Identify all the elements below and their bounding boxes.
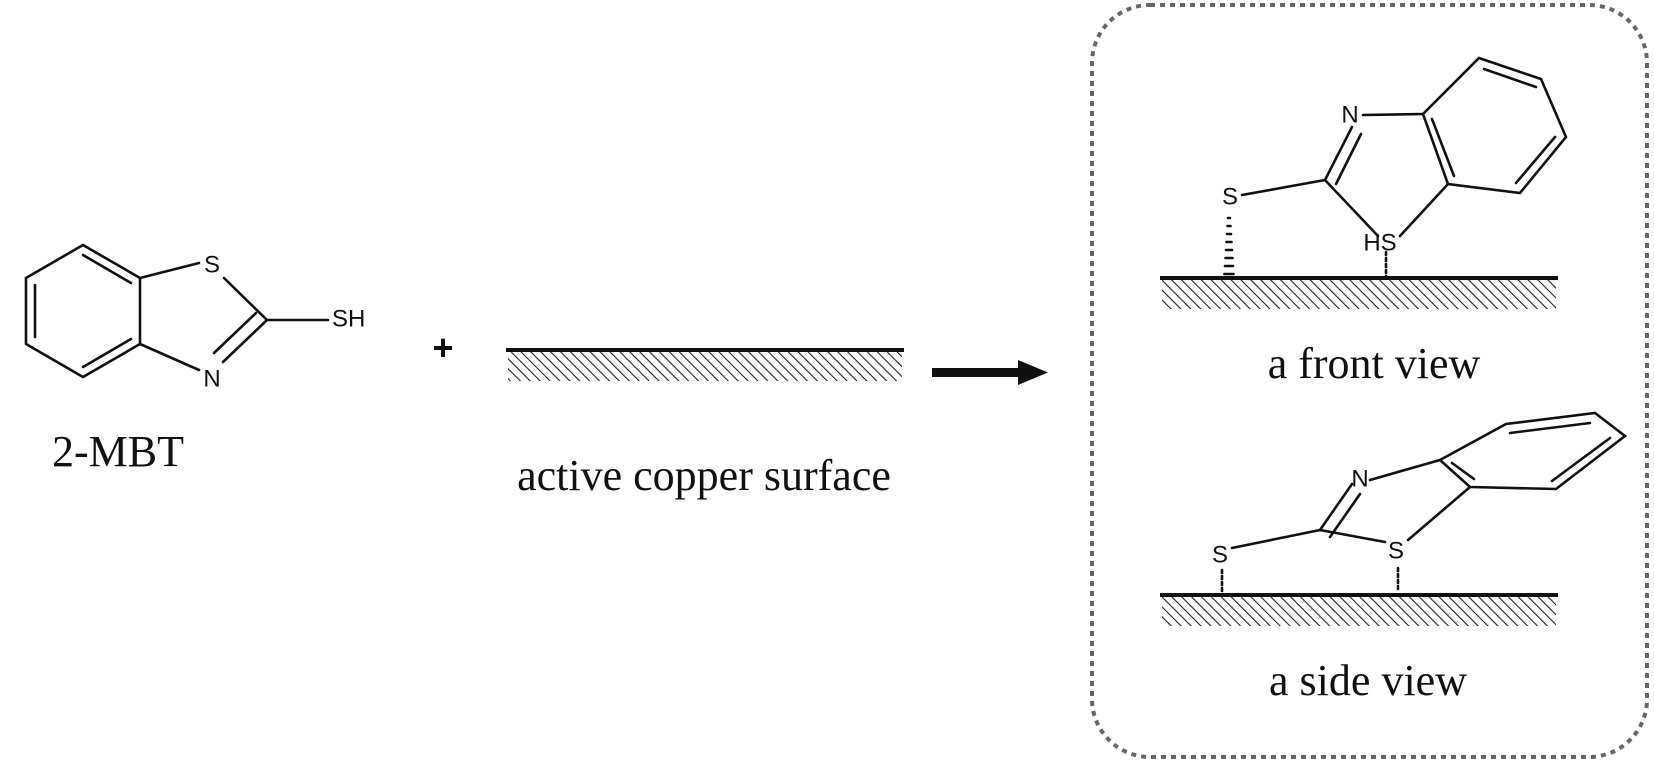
side-view-caption: a side view <box>1269 656 1467 705</box>
front-view-caption: a front view <box>1268 339 1481 388</box>
front-thiol-sulfur: S <box>1222 183 1238 210</box>
benzene-ring <box>24 243 142 379</box>
reactant-name: 2-MBT <box>52 427 184 476</box>
side-molecule-bonds <box>1220 411 1628 594</box>
mbt-thiol-group: SH <box>332 305 365 332</box>
side-benzene-ring <box>1437 411 1628 491</box>
mbt-molecule: S N SH <box>24 243 365 392</box>
side-ring-sulfur: S <box>1388 537 1404 564</box>
front-benzene-ring <box>1421 56 1568 195</box>
copper-surface <box>506 348 904 381</box>
reaction-arrow <box>932 360 1048 385</box>
front-ring-sulfur: HS <box>1363 229 1396 256</box>
side-view-adsorption: S N S <box>1160 411 1628 626</box>
front-surface <box>1160 276 1558 309</box>
side-nitrogen: N <box>1351 465 1368 492</box>
front-s-wedge-bond <box>1223 216 1235 276</box>
product-box <box>1090 3 1649 759</box>
thiazole-ring <box>138 261 330 372</box>
plus-sign: + <box>432 327 453 368</box>
front-view-adsorption: S N HS <box>1160 56 1568 309</box>
front-molecule-bonds <box>1223 56 1568 280</box>
mbt-nitrogen-atom: N <box>203 365 220 392</box>
front-nitrogen: N <box>1341 101 1358 128</box>
mbt-sulfur-atom: S <box>204 251 220 278</box>
surface-label: active copper surface <box>517 451 891 500</box>
side-surface <box>1160 593 1558 626</box>
side-thiol-sulfur: S <box>1212 541 1228 568</box>
